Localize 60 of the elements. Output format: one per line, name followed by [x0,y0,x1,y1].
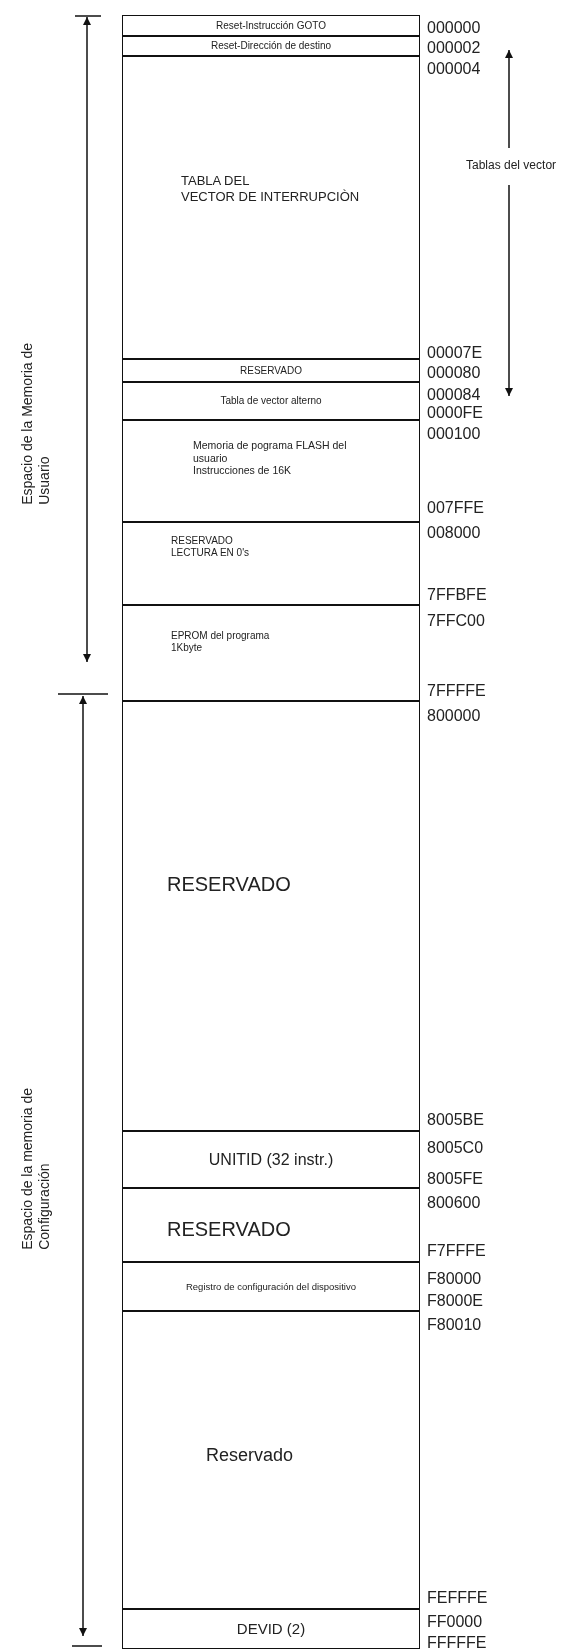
address-label: 000000 [427,20,481,36]
address-label: 000004 [427,61,481,77]
region-label: DEVID (2) [235,1620,307,1638]
address-label: FEFFFE [427,1590,488,1606]
memory-region [122,1131,420,1188]
region-label: EPROM del programa [171,630,270,642]
memory-region [122,56,420,359]
span-label: Espacio de la memoria de Configuración [19,1086,53,1250]
address-label: F80000 [427,1271,482,1287]
region-label: RESERVADO [167,1217,291,1241]
region-label: RESERVADO [167,872,291,896]
region-label: VECTOR DE INTERRUPCIÒN [181,188,360,205]
address-label: 800600 [427,1195,481,1211]
memory-region [122,1609,420,1649]
address-label: F7FFFE [427,1243,486,1259]
address-label: 8005C0 [427,1140,484,1156]
address-label: F8000E [427,1293,484,1309]
region-label: LECTURA EN 0's [171,547,250,559]
address-label: 800000 [427,708,481,724]
memory-region [122,522,420,605]
region-label: Reservado [206,1445,294,1467]
address-label: FFFFFE [427,1635,487,1649]
region-label: Tabla de vector alterno [219,395,323,407]
span-label: Tablas del vector [466,159,557,171]
region-label: Instrucciones de 16K [193,464,293,477]
region-label: 1Kbyte [171,642,204,654]
region-label: Registro de configuración del dispositivo [184,1280,357,1293]
address-label: 0000FE [427,405,484,421]
address-label: 000002 [427,40,481,56]
region-label: RESERVADO [239,364,303,377]
address-label: F80010 [427,1317,482,1333]
address-label: 7FFC00 [427,613,485,629]
region-label: Memoria de pograma FLASH del usuario [193,439,348,465]
region-label: TABLA DEL [181,173,251,189]
address-label: 000084 [427,387,481,403]
memory-region [122,382,420,420]
memory-region [122,359,420,382]
address-label: 8005BE [427,1112,484,1128]
span-label: Espacio de la Memoria de Usuario [19,341,53,505]
address-label: FF0000 [427,1614,483,1630]
region-label: RESERVADO [171,535,234,547]
address-label: 000080 [427,365,481,381]
address-label: 007FFE [427,500,484,516]
memory-region [122,1188,420,1262]
memory-region [122,605,420,701]
memory-region [122,701,420,1131]
region-label: Reset-Dirección de destino [209,40,333,52]
region-label: Reset-Instrucción GOTO [215,19,327,32]
memory-region [122,420,420,522]
address-label: 8005FE [427,1171,484,1187]
memory-region [122,15,420,36]
memory-region [122,1311,420,1609]
region-label: UNITID (32 instr.) [207,1149,335,1170]
address-label: 7FFFFE [427,683,486,699]
memory-region [122,1262,420,1311]
memory-region [122,36,420,56]
address-label: 7FFBFE [427,587,487,603]
address-label: 008000 [427,525,481,541]
address-label: 000100 [427,426,481,442]
address-label: 00007E [427,345,483,361]
